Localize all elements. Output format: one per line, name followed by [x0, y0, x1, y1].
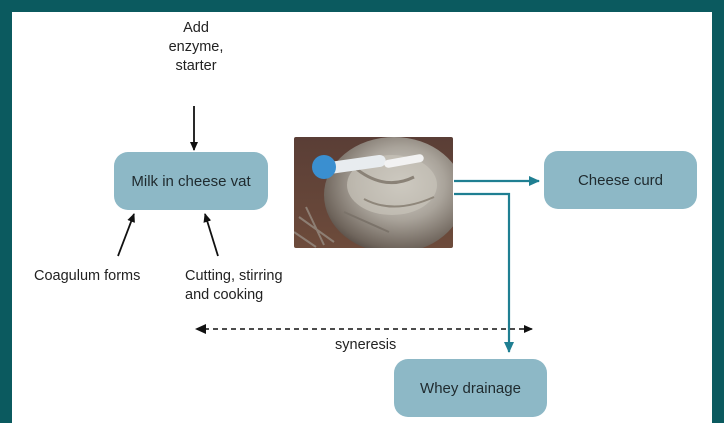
diagram-canvas: Add enzyme, starter Milk in cheese vat	[12, 12, 712, 423]
curd-node: Cheese curd	[544, 151, 697, 209]
arrow-cutting-to-vat	[203, 213, 219, 257]
vat-photo-image	[294, 137, 453, 248]
arrow-coagulum-to-vat	[117, 213, 135, 257]
arrow-layer	[117, 106, 540, 353]
cheese-vat-photo	[294, 137, 453, 248]
syneresis-label: syneresis	[335, 337, 397, 353]
whey-node: Whey drainage	[394, 359, 547, 417]
input-label: Add enzyme, starter	[168, 20, 224, 74]
arrow-photo-to-whey	[454, 192, 514, 353]
cutting-label: Cutting, stirring and cooking	[185, 268, 283, 303]
vat-node: Milk in cheese vat	[114, 152, 268, 210]
coagulum-label: Coagulum forms	[34, 268, 141, 284]
